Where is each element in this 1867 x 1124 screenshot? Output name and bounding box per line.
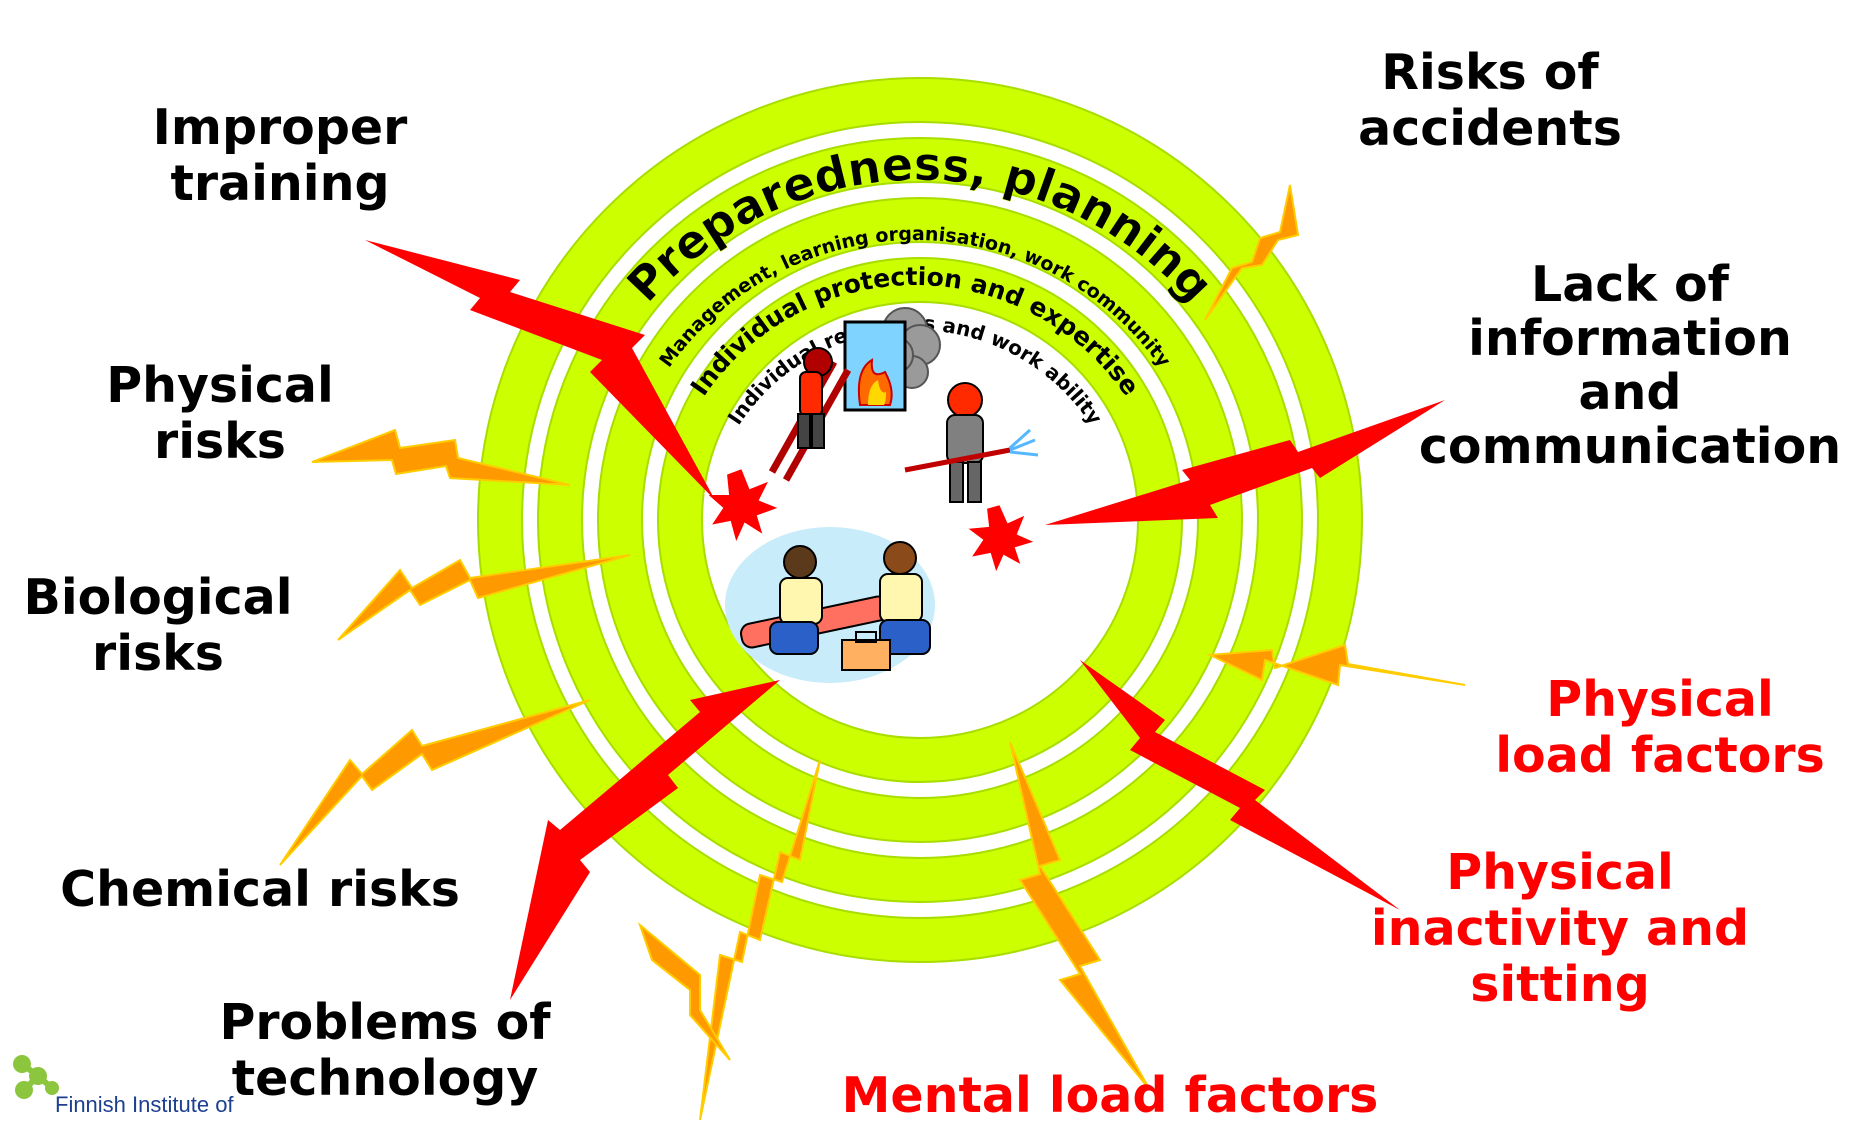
label-lack-information: Lack of information and communication — [1418, 256, 1842, 475]
label-physical-risks: Physical risks — [106, 357, 334, 470]
label-mental-load-factors: Mental load factors — [841, 1067, 1379, 1124]
bolt-biological-risks — [337, 554, 631, 641]
ring-second — [537, 137, 1303, 903]
bolt-chemical-risks — [279, 699, 591, 866]
label-biological-risks: Biological risks — [23, 569, 293, 682]
window-fire-icon — [843, 320, 907, 412]
bolt-physical-inactivity — [1080, 660, 1400, 910]
ring-third — [597, 197, 1243, 843]
institute-logo: Finnish Institute of — [8, 1050, 268, 1121]
bolt-mental-load-right — [1009, 741, 1151, 1091]
firefighter-on-ladder-icon — [768, 347, 852, 482]
firefighter-with-hose-icon — [904, 382, 1039, 503]
lightning-bolts-orange — [279, 184, 1466, 1121]
bolt-physical-risks — [311, 428, 571, 486]
bolt-physical-load — [1206, 643, 1466, 687]
explosion-star-icon — [703, 466, 783, 547]
paramedics-helping-patient-icon — [725, 527, 935, 683]
label-improper-training: Improper training — [152, 99, 408, 212]
bolt-mental-load-left-2 — [637, 921, 731, 1061]
center-clipart — [725, 307, 1039, 683]
ring-outer — [477, 77, 1363, 963]
bolt-mental-load-left — [699, 759, 821, 1121]
bolt-lack-information — [1045, 400, 1445, 525]
lightning-bolts-red — [365, 240, 1445, 1000]
label-physical-inactivity: Physical inactivity and sitting — [1370, 844, 1750, 1013]
explosion-star-icon — [963, 502, 1039, 577]
logo-text: Finnish Institute of — [55, 1092, 234, 1117]
bolt-problems-technology — [510, 680, 780, 1000]
label-physical-load-factors: Physical load factors — [1495, 671, 1825, 784]
first-aid-kit-icon — [841, 631, 891, 671]
label-problems-technology: Problems of technology — [219, 994, 551, 1107]
bolt-risks-accidents — [1204, 184, 1300, 321]
label-risks-accidents: Risks of accidents — [1358, 44, 1622, 157]
logo-mark-icon — [13, 1055, 59, 1099]
label-chemical-risks: Chemical risks — [60, 861, 460, 918]
